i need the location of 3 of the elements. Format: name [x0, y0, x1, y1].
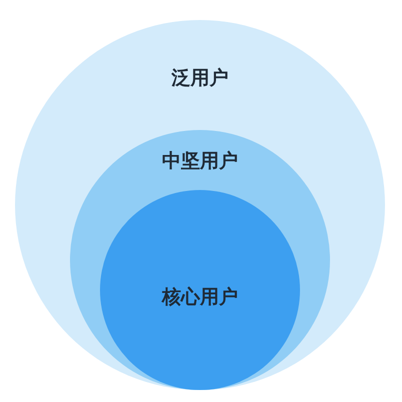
- tier-label: 泛用户: [170, 66, 230, 91]
- tier-label: 中坚用户: [161, 149, 239, 174]
- tier-label: 核心用户: [160, 285, 239, 310]
